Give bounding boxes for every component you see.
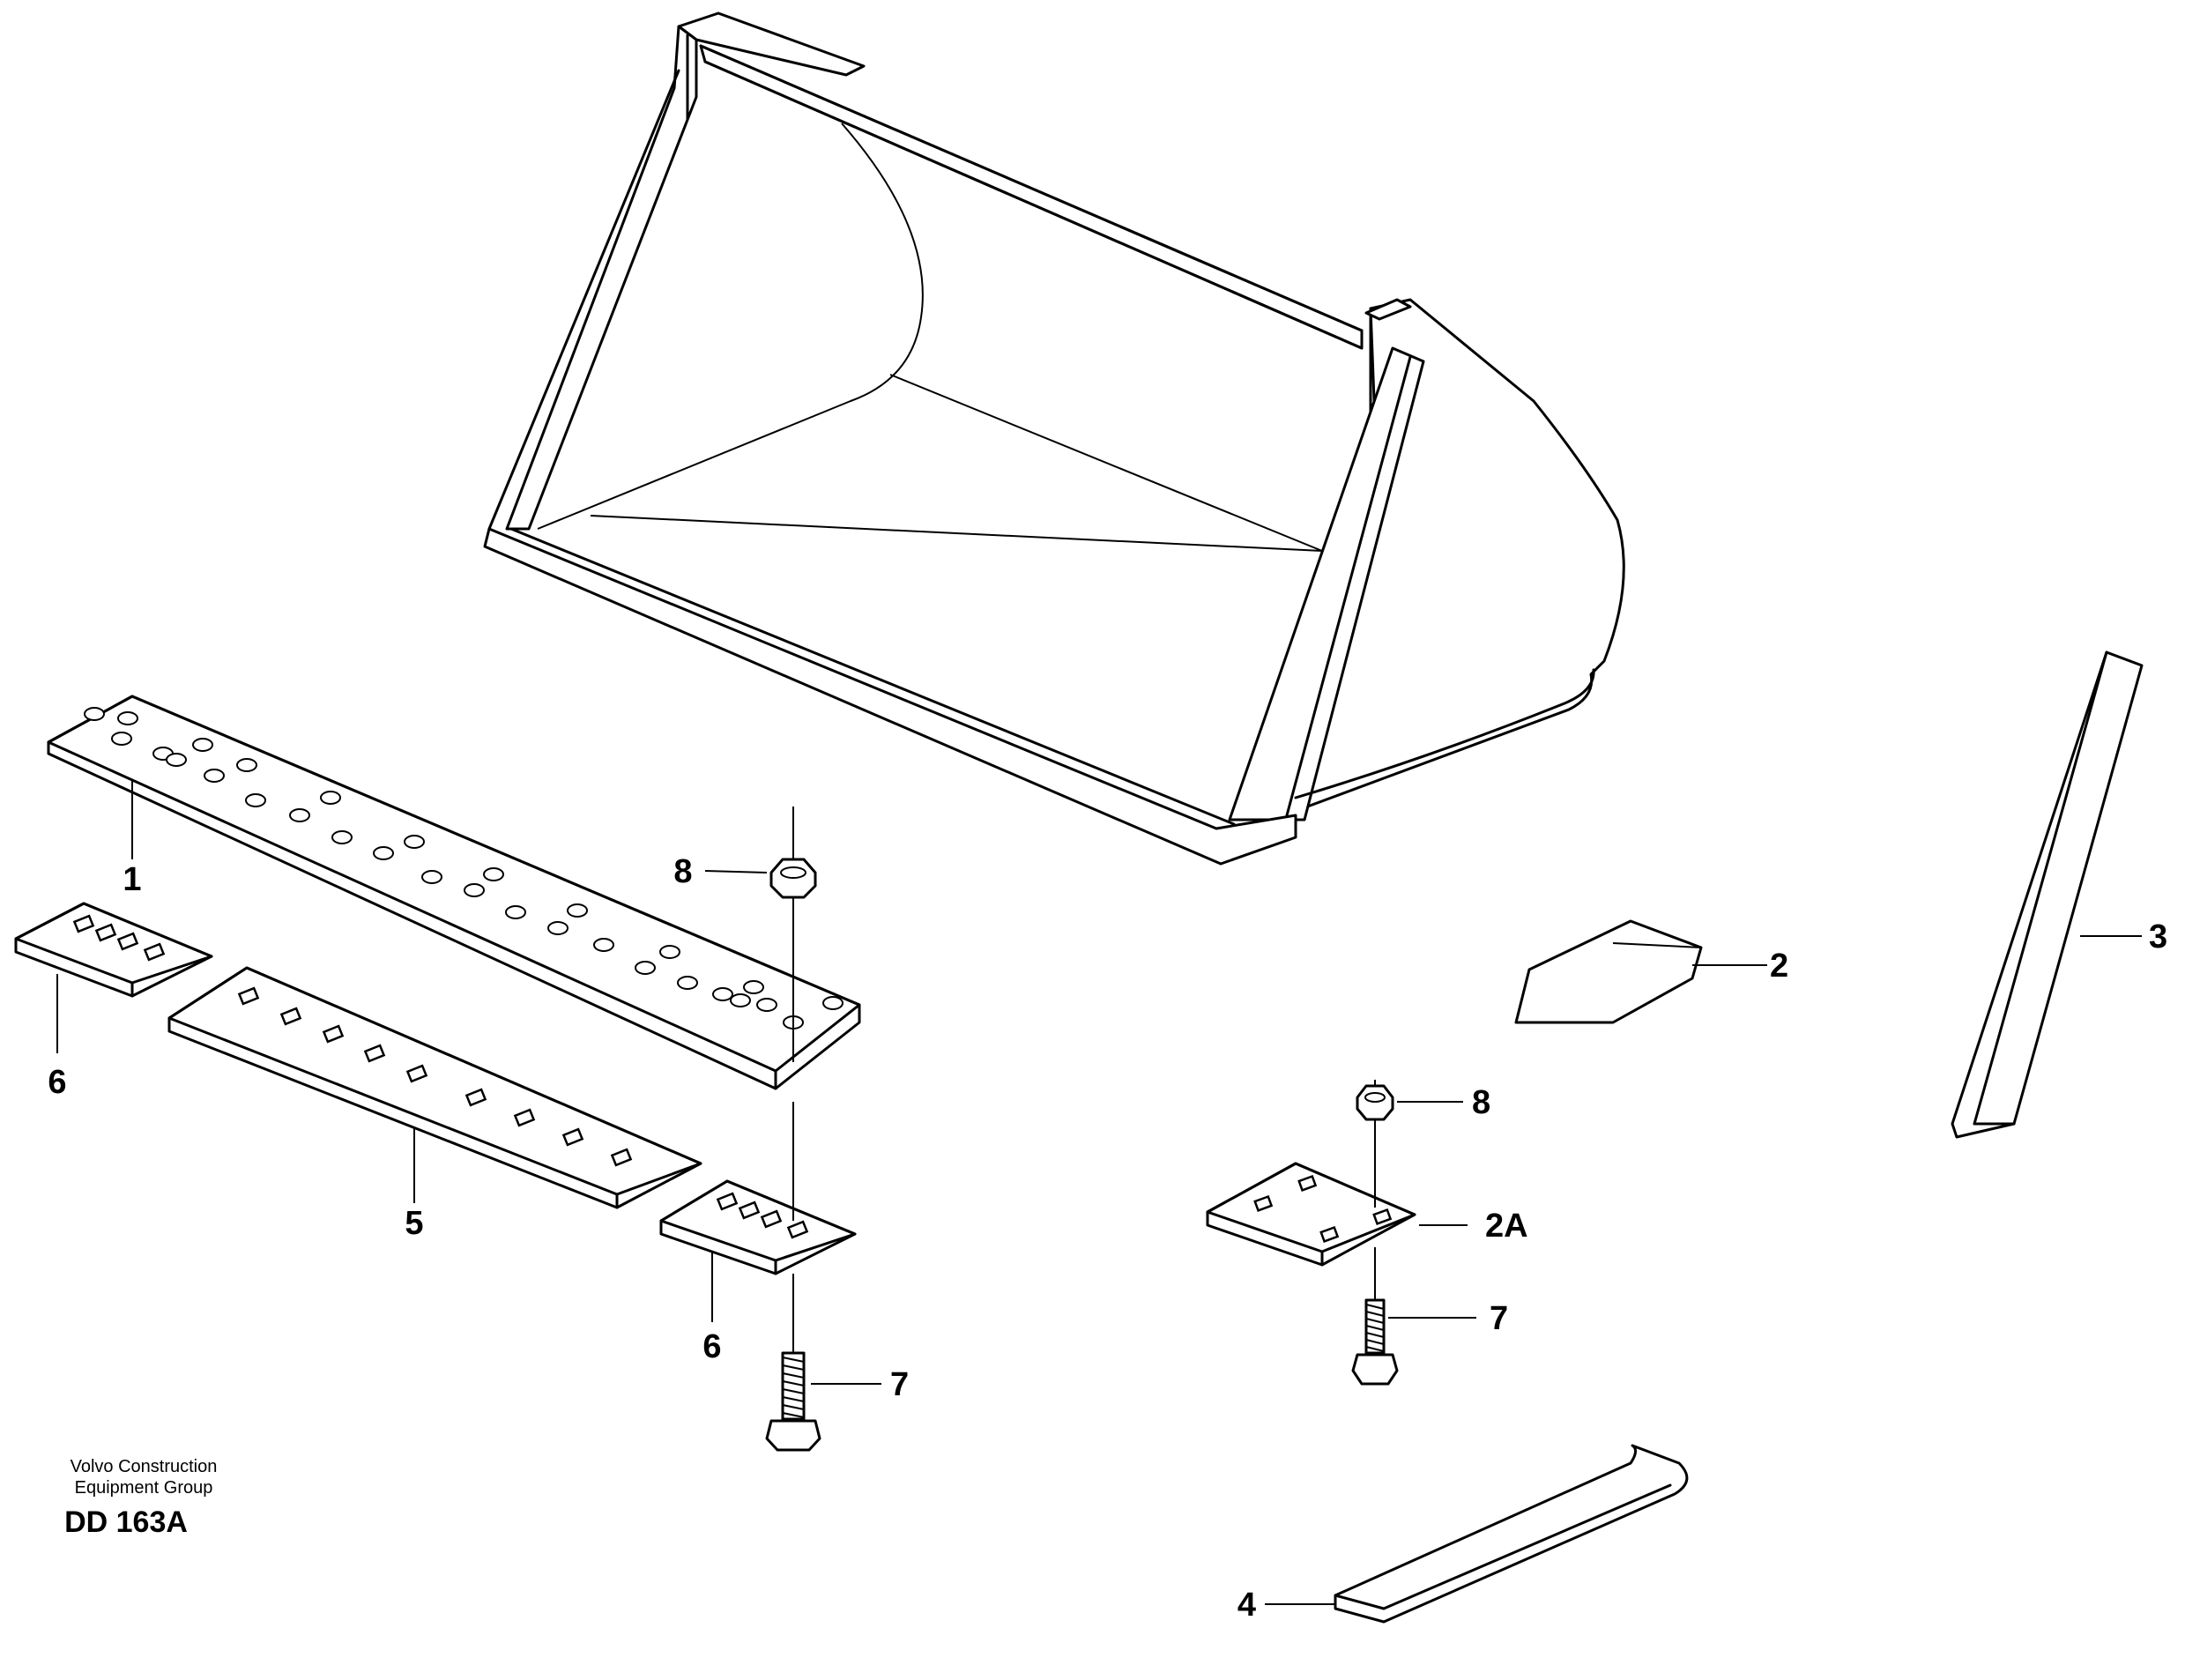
bolt-hole [117, 711, 138, 725]
bucket [483, 11, 1625, 866]
bolt-hole [659, 945, 680, 959]
square-hole [513, 1108, 536, 1127]
bolt-hole [245, 793, 266, 807]
thread-line [782, 1380, 805, 1386]
bolt-hole [236, 758, 257, 772]
callout-4: 4 [1237, 1587, 1256, 1624]
thread-line [782, 1372, 805, 1379]
square-hole [143, 942, 166, 962]
square-hole [760, 1209, 783, 1229]
callout-2a: 2A [1485, 1208, 1528, 1245]
square-hole [279, 1007, 302, 1026]
thread-line [782, 1357, 805, 1363]
thread-line [1365, 1346, 1385, 1352]
callout-2: 2 [1770, 948, 1788, 985]
bolt-hole [373, 846, 394, 860]
bolt-left [765, 1351, 821, 1452]
bolt-hole [547, 921, 569, 935]
bolt-hole [192, 738, 213, 752]
thread-line [782, 1364, 805, 1371]
callout-6-left: 6 [48, 1064, 66, 1101]
square-hole [786, 1220, 809, 1239]
bolt-hole [822, 996, 844, 1010]
callout-8-right: 8 [1472, 1084, 1490, 1121]
part-2-side-cutter [1514, 919, 1703, 1024]
square-hole [363, 1044, 386, 1063]
square-hole [738, 1201, 761, 1220]
part-6-corner-mid [659, 1179, 857, 1275]
square-hole [72, 914, 95, 933]
thread-line [1365, 1332, 1385, 1338]
bolt-hole [289, 808, 310, 822]
thread-line [1365, 1339, 1385, 1345]
square-hole [405, 1064, 428, 1083]
bolt-hole [712, 987, 733, 1001]
bolt-hole [505, 905, 526, 919]
thread-line [1365, 1325, 1385, 1331]
thread-line [782, 1404, 805, 1410]
thread-line [782, 1396, 805, 1402]
bolt-hole [730, 993, 751, 1007]
square-hole [322, 1024, 345, 1044]
callout-3: 3 [2149, 918, 2167, 955]
square-hole [116, 932, 139, 951]
company-name-line1: Volvo Construction [71, 1457, 218, 1476]
nut-right [1356, 1080, 1394, 1121]
bolt-hole [84, 707, 105, 721]
thread-line [782, 1412, 805, 1418]
callout-7-left: 7 [890, 1366, 909, 1403]
drawing-code: DD 163A [64, 1505, 188, 1539]
nut-left [769, 807, 817, 899]
thread-line [1365, 1311, 1385, 1317]
assembly-lines [792, 897, 1376, 1353]
square-hole [561, 1127, 584, 1147]
bolt-hole [756, 998, 777, 1012]
part-6-corner-left [14, 902, 213, 998]
part-4-wear-strip [1334, 1444, 1689, 1624]
square-hole [94, 923, 117, 942]
part-3-wear-strip [1951, 650, 2144, 1139]
part-2a-plate [1206, 1162, 1416, 1267]
company-name-line2: Equipment Group [75, 1478, 213, 1498]
callout-6-mid: 6 [702, 1328, 721, 1365]
square-hole [716, 1192, 739, 1211]
thread-line [782, 1388, 805, 1394]
square-hole [610, 1148, 633, 1167]
square-hole [464, 1088, 487, 1107]
bolt-hole [635, 961, 656, 975]
callout-1: 1 [123, 861, 141, 898]
bolt-hole [483, 867, 504, 881]
bolt-hole [404, 835, 425, 849]
bolt-hole [677, 976, 698, 990]
callout-5: 5 [405, 1205, 423, 1242]
thread-line [1365, 1304, 1385, 1310]
bolt-hole [166, 753, 187, 767]
square-hole [237, 986, 260, 1006]
bolt-right [1351, 1298, 1399, 1386]
leader-lines [56, 780, 2142, 1605]
bolt-hole [464, 883, 485, 897]
part-5-blade [167, 966, 702, 1209]
part-1-cutting-edge [47, 695, 861, 1090]
bolt-hole [111, 732, 132, 746]
bolt-hole [204, 769, 225, 783]
thread-line [1365, 1318, 1385, 1324]
callout-8-left: 8 [673, 853, 692, 890]
bolt-hole [320, 791, 341, 805]
bolt-hole [421, 870, 442, 884]
bolt-hole [593, 938, 614, 952]
bolt-hole [567, 903, 588, 918]
bolt-hole [331, 830, 353, 844]
callout-7-right: 7 [1490, 1300, 1508, 1337]
bolt-hole [743, 980, 764, 994]
